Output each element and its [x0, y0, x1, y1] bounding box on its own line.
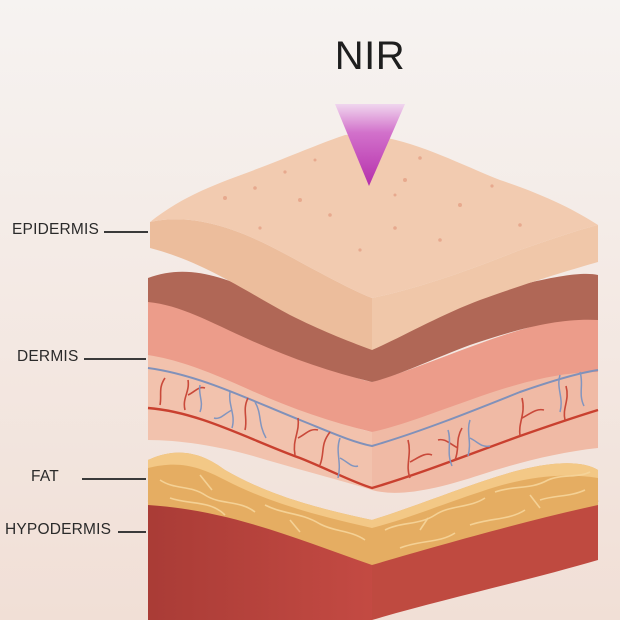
dermis-label: DERMIS [17, 348, 79, 365]
nir-label: NIR [334, 34, 406, 78]
fat-label: FAT [31, 468, 59, 485]
fat-layer [148, 452, 598, 565]
fat-leader-line [82, 478, 146, 480]
dermis-layer [147, 271, 599, 493]
epidermis-layer [150, 134, 598, 350]
hypodermis-label: HYPODERMIS [5, 521, 112, 538]
dermis-leader-line [84, 358, 146, 360]
epidermis-leader-line [104, 231, 148, 233]
epidermis-label: EPIDERMIS [12, 221, 100, 238]
nir-light-beam [335, 104, 405, 186]
hypodermis-leader-line [118, 531, 146, 533]
